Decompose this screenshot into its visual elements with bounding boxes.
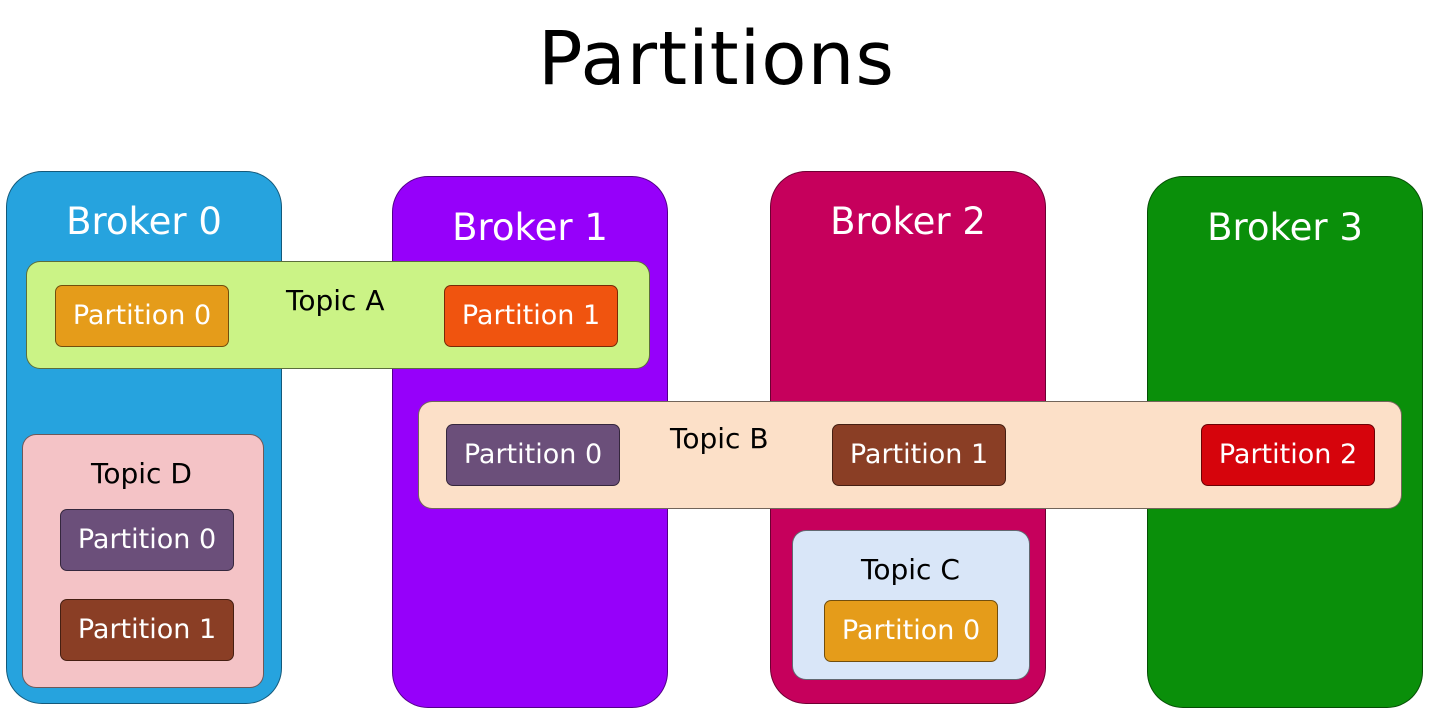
topic-b: Topic B Partition 0 Partition 1 Partitio…: [418, 401, 1402, 509]
topic-d-label: Topic D: [91, 457, 192, 490]
topic-a-label: Topic A: [286, 284, 385, 317]
topic-b-partition-0: Partition 0: [446, 424, 620, 486]
broker-2-label: Broker 2: [830, 200, 986, 243]
topic-a-partition-0: Partition 0: [55, 285, 229, 347]
broker-3-label: Broker 3: [1207, 206, 1363, 249]
topic-b-partition-2: Partition 2: [1201, 424, 1375, 486]
topic-c-partition-0: Partition 0: [824, 600, 998, 662]
topic-a: Topic A Partition 0 Partition 1: [26, 261, 650, 369]
topic-d: Topic D Partition 0 Partition 1: [22, 434, 264, 688]
topic-c: Topic C Partition 0: [792, 530, 1030, 680]
topic-b-label: Topic B: [670, 422, 769, 455]
topic-a-partition-1: Partition 1: [444, 285, 618, 347]
page-title: Partitions: [538, 16, 895, 102]
broker-0-label: Broker 0: [66, 200, 222, 243]
broker-1-label: Broker 1: [452, 206, 608, 249]
topic-b-partition-1: Partition 1: [832, 424, 1006, 486]
topic-d-partition-0: Partition 0: [60, 509, 234, 571]
topic-c-label: Topic C: [861, 553, 960, 586]
topic-d-partition-1: Partition 1: [60, 599, 234, 661]
